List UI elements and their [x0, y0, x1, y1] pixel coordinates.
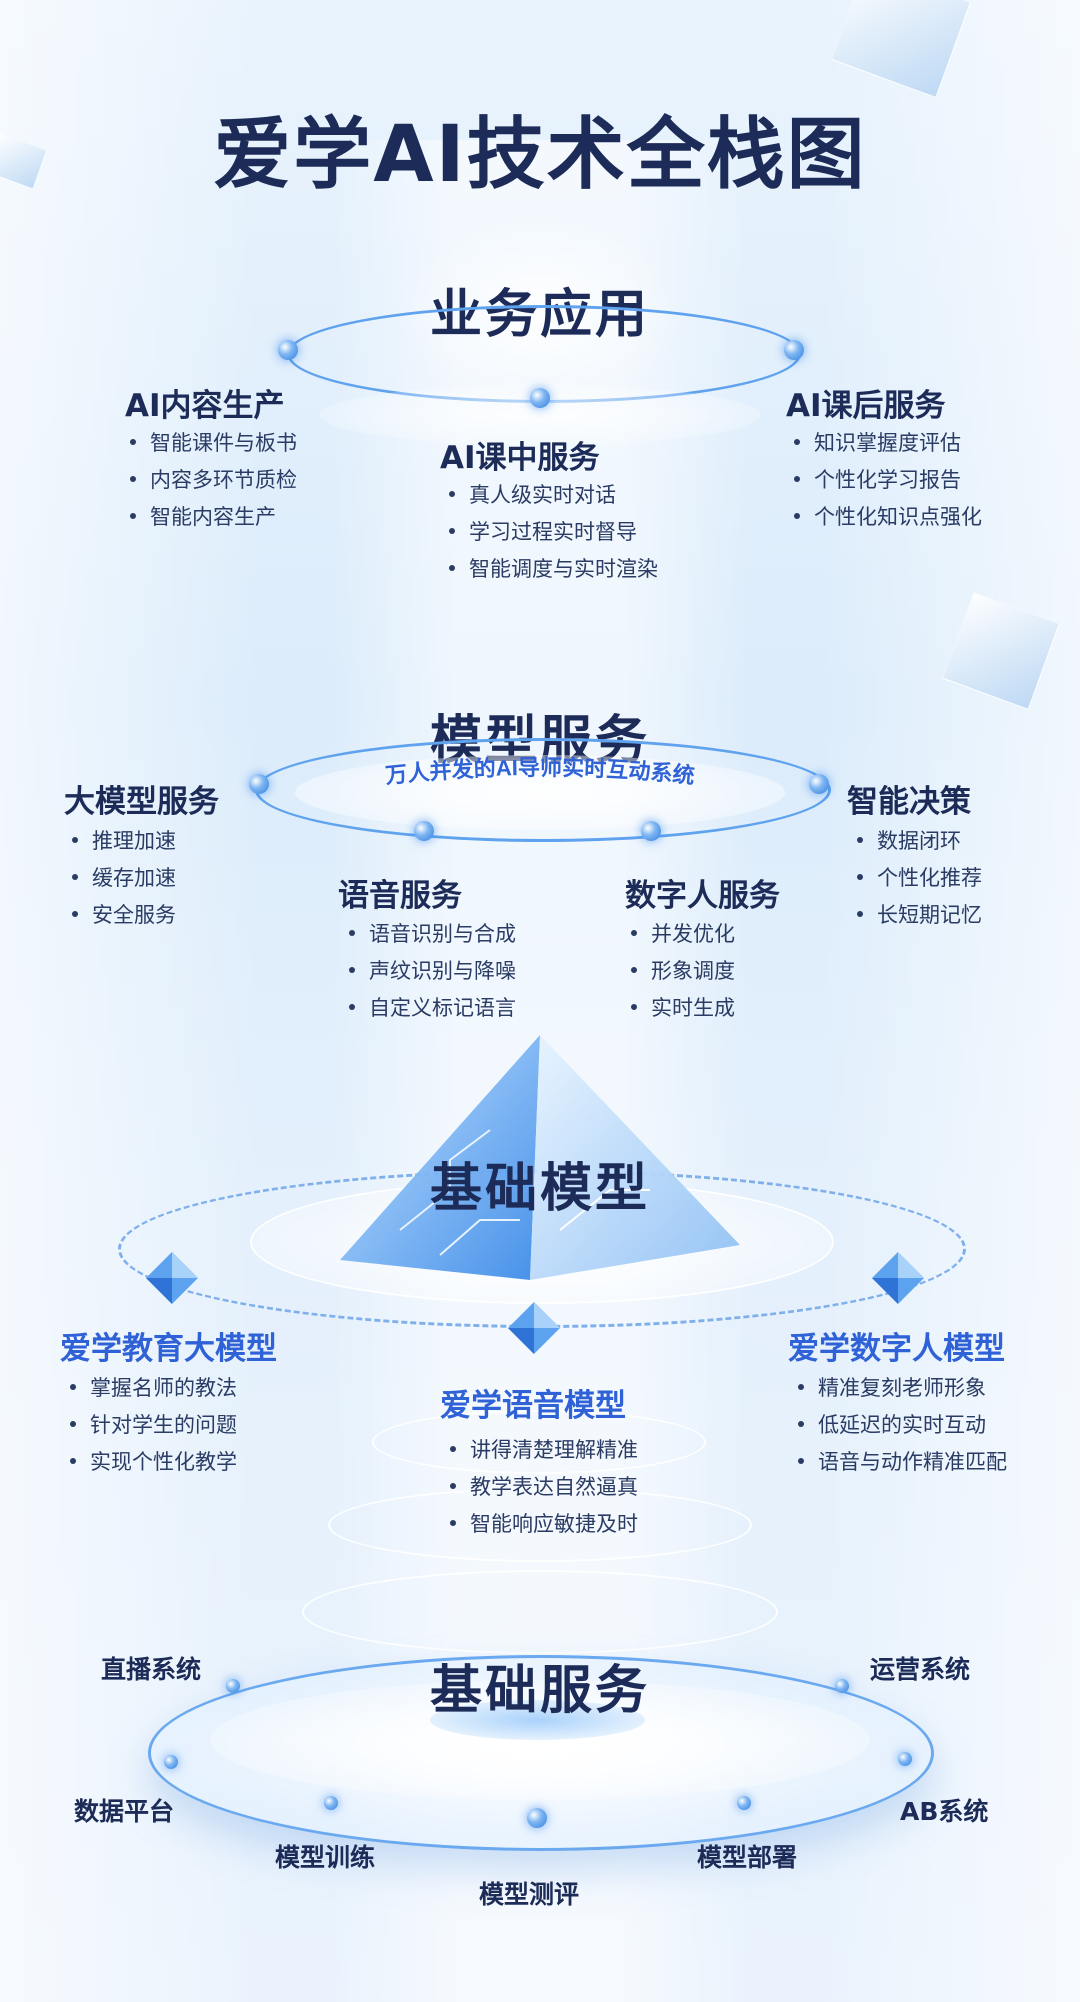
list-item: 个性化学习报告 [794, 462, 982, 499]
group-title-voice-model: 爱学语音模型 [440, 1388, 626, 1424]
ring-node-dot [530, 388, 550, 408]
list-item: 知识掌握度评估 [794, 425, 982, 462]
group-title-voice-service: 语音服务 [338, 878, 462, 914]
list-item: 实现个性化教学 [70, 1444, 237, 1481]
service-model-deployment: 模型部署 [697, 1843, 798, 1872]
service-model-training: 模型训练 [275, 1843, 376, 1872]
list-item: 自定义标记语言 [349, 990, 516, 1027]
list-item: 智能调度与实时渲染 [449, 551, 658, 588]
list-item: 内容多环节质检 [130, 462, 297, 499]
list-item: 长短期记忆 [857, 897, 982, 934]
list-ai-content: 智能课件与板书 内容多环节质检 智能内容生产 [130, 425, 297, 536]
list-item: 智能内容生产 [130, 499, 297, 536]
background-left-glow [0, 0, 260, 2002]
list-item: 针对学生的问题 [70, 1407, 237, 1444]
list-item: 学习过程实时督导 [449, 514, 658, 551]
page-title: 爱学AI技术全栈图 [213, 110, 867, 200]
crystal-gem-icon [872, 1252, 924, 1304]
list-item: 真人级实时对话 [449, 477, 658, 514]
list-item: 形象调度 [631, 953, 735, 990]
ring-node-dot [784, 340, 804, 360]
base-service-center-disc [430, 1700, 645, 1740]
ring-node-dot [809, 774, 829, 794]
model-service-subtitle: 万人并发的AI导师实时互动系统 [383, 755, 696, 788]
crystal-gem-icon [508, 1302, 560, 1354]
list-item: 并发优化 [631, 916, 735, 953]
crystal-gem-icon [146, 1252, 198, 1304]
list-item: 个性化推荐 [857, 860, 982, 897]
group-title-ai-after-class: AI课后服务 [786, 388, 946, 424]
group-title-llm-service: 大模型服务 [64, 784, 219, 820]
list-item: 低延迟的实时互动 [798, 1407, 1007, 1444]
list-item: 教学表达自然逼真 [450, 1469, 638, 1506]
ring-node-dot [737, 1796, 751, 1810]
list-item: 智能响应敏捷及时 [450, 1506, 638, 1543]
ring-node-dot [226, 1679, 240, 1693]
model-service-disc [295, 755, 785, 830]
service-live: 直播系统 [101, 1655, 202, 1684]
base-model-section-title: 基础模型 [429, 1159, 650, 1219]
list-item: 推理加速 [72, 823, 176, 860]
list-item: 语音与动作精准匹配 [798, 1444, 1007, 1481]
list-item: 智能课件与板书 [130, 425, 297, 462]
list-ai-in-class: 真人级实时对话 学习过程实时督导 智能调度与实时渲染 [449, 477, 658, 588]
list-digital-human-model: 精准复刻老师形象 低延迟的实时互动 语音与动作精准匹配 [798, 1370, 1007, 1481]
list-ai-after-class: 知识掌握度评估 个性化学习报告 个性化知识点强化 [794, 425, 982, 536]
list-item: 缓存加速 [72, 860, 176, 897]
list-voice-service: 语音识别与合成 声纹识别与降噪 自定义标记语言 [349, 916, 516, 1027]
group-title-ai-content: AI内容生产 [125, 388, 285, 424]
ring-node-dot [527, 1808, 547, 1828]
list-item: 掌握名师的教法 [70, 1370, 237, 1407]
list-item: 数据闭环 [857, 823, 982, 860]
service-model-evaluation: 模型测评 [479, 1880, 580, 1909]
svg-text:万人并发的AI导师实时互动系统: 万人并发的AI导师实时互动系统 [383, 755, 696, 788]
list-item: 讲得清楚理解精准 [450, 1432, 638, 1469]
service-operations: 运营系统 [870, 1655, 971, 1684]
ring-node-dot [835, 1679, 849, 1693]
pyramid-icon [340, 1035, 740, 1280]
list-item: 精准复刻老师形象 [798, 1370, 1007, 1407]
list-item: 语音识别与合成 [349, 916, 516, 953]
group-title-edu-llm: 爱学教育大模型 [60, 1331, 277, 1367]
ring-node-dot [324, 1796, 338, 1810]
stack-ring [302, 1570, 778, 1654]
group-title-ai-in-class: AI课中服务 [440, 440, 600, 476]
ring-node-dot [898, 1752, 912, 1766]
list-voice-model: 讲得清楚理解精准 教学表达自然逼真 智能响应敏捷及时 [450, 1432, 638, 1543]
list-item: 声纹识别与降噪 [349, 953, 516, 990]
list-llm-service: 推理加速 缓存加速 安全服务 [72, 823, 176, 934]
list-item: 安全服务 [72, 897, 176, 934]
background-right-glow [820, 0, 1080, 2002]
base-service-section-title: 基础服务 [429, 1661, 650, 1721]
ring-node-dot [414, 821, 434, 841]
group-title-digital-human-model: 爱学数字人模型 [788, 1331, 1005, 1367]
list-item: 个性化知识点强化 [794, 499, 982, 536]
group-title-digital-human-service: 数字人服务 [625, 878, 780, 914]
ring-node-dot [249, 774, 269, 794]
service-data-platform: 数据平台 [74, 1797, 175, 1826]
list-digital-human-service: 并发优化 形象调度 实时生成 [631, 916, 735, 1027]
ring-node-dot [641, 821, 661, 841]
list-edu-llm: 掌握名师的教法 针对学生的问题 实现个性化教学 [70, 1370, 237, 1481]
ring-node-dot [278, 340, 298, 360]
list-item: 实时生成 [631, 990, 735, 1027]
group-title-smart-decision: 智能决策 [847, 784, 971, 820]
ring-node-dot [164, 1755, 178, 1769]
service-ab-system: AB系统 [900, 1797, 989, 1826]
list-smart-decision: 数据闭环 个性化推荐 长短期记忆 [857, 823, 982, 934]
